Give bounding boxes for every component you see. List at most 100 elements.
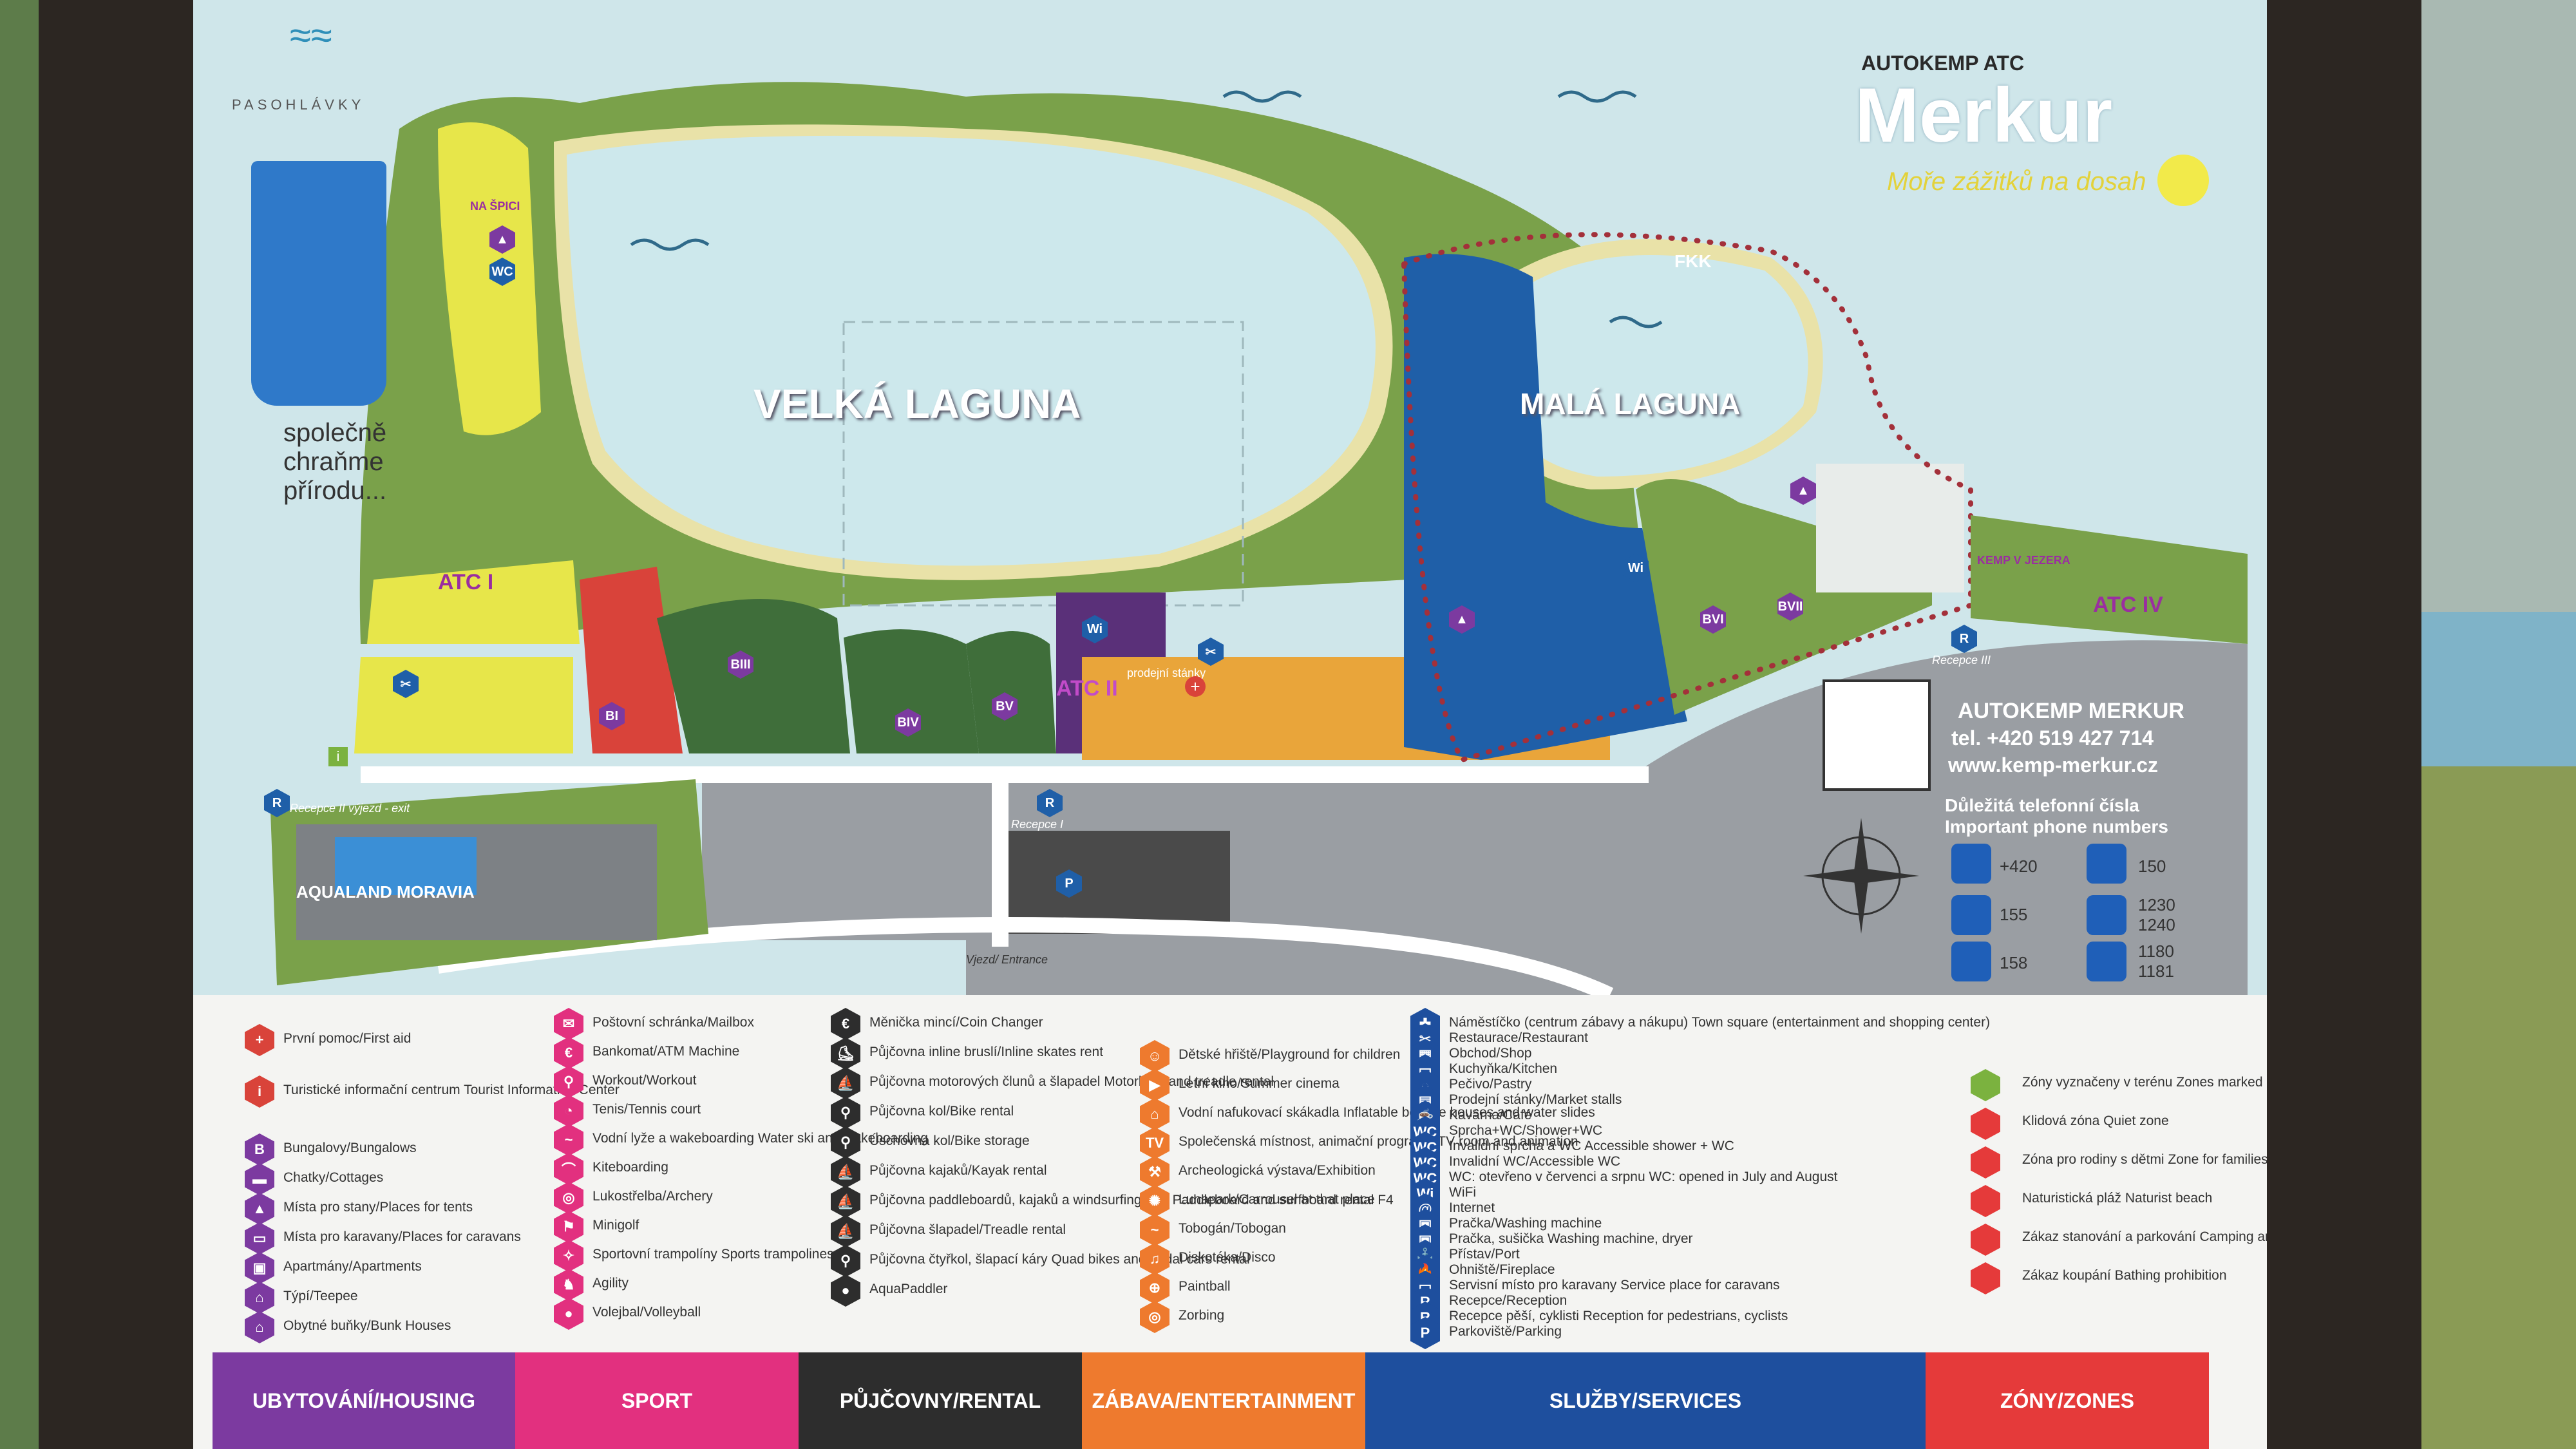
- wc-icon: WC: [489, 258, 515, 286]
- sport-legend-icon: ⚑: [554, 1211, 583, 1243]
- rental-legend-label: Měnička mincí/Coin Changer: [869, 1015, 1043, 1030]
- services-legend-label: Parkoviště/Parking: [1449, 1324, 1562, 1339]
- bv-green-area: [966, 631, 1056, 753]
- sport-legend-icon: ✧: [554, 1240, 583, 1272]
- rental-legend-icon: ⛸: [831, 1037, 860, 1070]
- sport-legend-label: Lukostřelba/Archery: [592, 1189, 713, 1204]
- general-legend-icon: +: [245, 1024, 274, 1056]
- fkk-boundary: [1401, 232, 1973, 763]
- velka-laguna-label: VELKÁ LAGUNA: [753, 381, 1081, 427]
- housing-legend-label: Místa pro stany/Places for tents: [283, 1200, 473, 1215]
- zones-legend-label: Naturistická pláž Naturist beach: [2022, 1191, 2213, 1206]
- background-lake: [2421, 612, 2576, 766]
- zones-legend-icon: [1971, 1108, 2000, 1140]
- atc4-area: [1971, 515, 2248, 644]
- housing-legend-label: Chatky/Cottages: [283, 1170, 384, 1185]
- wave-mark: [630, 238, 710, 251]
- general-legend-label: Turistické informační centrum Tourist In…: [283, 1083, 620, 1097]
- phone-number-2: 155: [2000, 905, 2028, 924]
- services-legend-label: Pračka/Washing machine: [1449, 1216, 1602, 1231]
- category-1: SPORT: [515, 1352, 799, 1449]
- pasohlavky-logo-mark: ≈≈: [290, 14, 332, 57]
- sport-legend-icon: ~: [554, 1124, 583, 1156]
- sport-legend-label: Bankomat/ATM Machine: [592, 1044, 740, 1059]
- pasohlavky-logo-text: PASOHLÁVKY: [232, 97, 365, 113]
- services-legend-label: Invalidní sprcha a WC Accessible shower …: [1449, 1139, 1734, 1153]
- atc1-lower-area: [354, 657, 573, 753]
- rental-legend-icon: ⚲: [831, 1126, 860, 1159]
- sport-legend-label: Minigolf: [592, 1218, 639, 1233]
- entrance-road: [992, 766, 1009, 947]
- zones-legend-icon: [1971, 1262, 2000, 1294]
- sport-legend-label: Tenis/Tennis court: [592, 1102, 701, 1117]
- entertainment-legend-icon: ⊕: [1140, 1272, 1170, 1304]
- zones-legend-icon: [1971, 1069, 2000, 1101]
- entertainment-legend-icon: TV: [1140, 1127, 1170, 1159]
- sport-legend-icon: ♞: [554, 1269, 583, 1301]
- entertainment-legend-label: Paintball: [1179, 1279, 1231, 1294]
- hatched-zone: [842, 321, 1244, 607]
- sport-legend-label: Kiteboarding: [592, 1160, 668, 1175]
- cup-image: [251, 161, 386, 406]
- rental-legend-icon: ⛵: [831, 1215, 860, 1247]
- services-legend-label: Náměstíčko (centrum zábavy a nákupu) Tow…: [1449, 1015, 1991, 1030]
- biv-green-area: [844, 629, 979, 753]
- entertainment-legend-label: Lunapark/Carrousel at that place: [1179, 1192, 1375, 1207]
- rental-legend-label: Půjčovna inline bruslí/Inline skates ren…: [869, 1045, 1104, 1059]
- services-legend-label: Kavárna/Café: [1449, 1108, 1532, 1122]
- qr-code-icon: [1823, 679, 1931, 791]
- phone-number-4: 150: [2138, 857, 2166, 876]
- info-icon: i: [328, 747, 348, 766]
- entertainment-legend-icon: ⌂: [1140, 1098, 1170, 1130]
- phone-number-5: 1230 1240: [2138, 895, 2175, 934]
- tent-icon: ▲: [1790, 477, 1816, 505]
- biii-green-area: [657, 599, 850, 753]
- cup-slogan-2: chraňme: [283, 448, 384, 476]
- housing-legend-label: Apartmány/Apartments: [283, 1259, 422, 1274]
- sport-legend-label: Agility: [592, 1276, 629, 1291]
- recepce3-label: Recepce III: [1932, 654, 1991, 667]
- entertainment-legend-icon: ~: [1140, 1214, 1170, 1246]
- na-spici-label: NA ŠPICI: [470, 200, 520, 213]
- services-legend-label: Pečivo/Pastry: [1449, 1077, 1532, 1092]
- entrance-label: Vjezd/ Entrance: [966, 953, 1048, 966]
- contact-title: AUTOKEMP MERKUR: [1958, 699, 2184, 723]
- kemp-v-jezera-area: [1816, 464, 1964, 592]
- bungalow-bi-marker: BI: [599, 702, 625, 730]
- housing-legend-icon: ⌂: [245, 1282, 274, 1314]
- background-trees-left: [0, 0, 39, 1449]
- housing-legend-label: Bungalovy/Bungalows: [283, 1141, 417, 1155]
- kemp-v-jezera-label: KEMP V JEZERA: [1977, 554, 2070, 567]
- bungalow-biv-marker: BIV: [895, 708, 921, 737]
- restaurant-icon: ✂: [393, 670, 419, 698]
- sun-icon: [2157, 155, 2209, 206]
- contact-web: www.kemp-merkur.cz: [1948, 753, 2159, 777]
- rental-legend-label: Půjčovna kajaků/Kayak rental: [869, 1163, 1047, 1178]
- phone-icon: [1951, 844, 1991, 884]
- compass-icon: [1803, 818, 1919, 934]
- category-3: ZÁBAVA/ENTERTAINMENT: [1082, 1352, 1365, 1449]
- services-legend-label: Pračka, sušička Washing machine, dryer: [1449, 1231, 1693, 1246]
- services-legend-label: WiFi: [1449, 1185, 1476, 1200]
- parking-icon: P: [1056, 869, 1082, 898]
- wifi-icon: Wi: [1623, 554, 1649, 582]
- sport-legend-icon: ◔: [554, 1095, 583, 1127]
- sport-legend-icon: ⌒: [554, 1153, 583, 1185]
- mala-laguna-label: MALÁ LAGUNA: [1520, 387, 1741, 421]
- entertainment-legend-label: Archeologická výstava/Exhibition: [1179, 1163, 1376, 1178]
- services-legend-label: Restaurace/Restaurant: [1449, 1030, 1588, 1045]
- entertainment-legend-icon: ▶: [1140, 1069, 1170, 1101]
- atc2-label: ATC II: [1056, 676, 1118, 701]
- entertainment-legend-label: Diskotéka/Disco: [1179, 1250, 1276, 1265]
- rental-legend-label: Půjčovna paddleboardů, kajaků a windsurf…: [869, 1193, 1394, 1208]
- phones-subtitle: Important phone numbers: [1945, 817, 2168, 837]
- tent-icon: ▲: [489, 225, 515, 254]
- housing-legend-label: Týpí/Teepee: [283, 1289, 358, 1303]
- atc1-area: [367, 560, 580, 644]
- camp-slogan: Moře zážitků na dosah: [1887, 167, 2146, 196]
- bungalow-bvi-marker: BVI: [1700, 605, 1726, 634]
- services-legend-label: Přístav/Port: [1449, 1247, 1520, 1262]
- fire-icon: [2087, 844, 2126, 884]
- rental-legend-label: Půjčovna kol/Bike rental: [869, 1104, 1014, 1119]
- services-legend-label: Obchod/Shop: [1449, 1046, 1532, 1061]
